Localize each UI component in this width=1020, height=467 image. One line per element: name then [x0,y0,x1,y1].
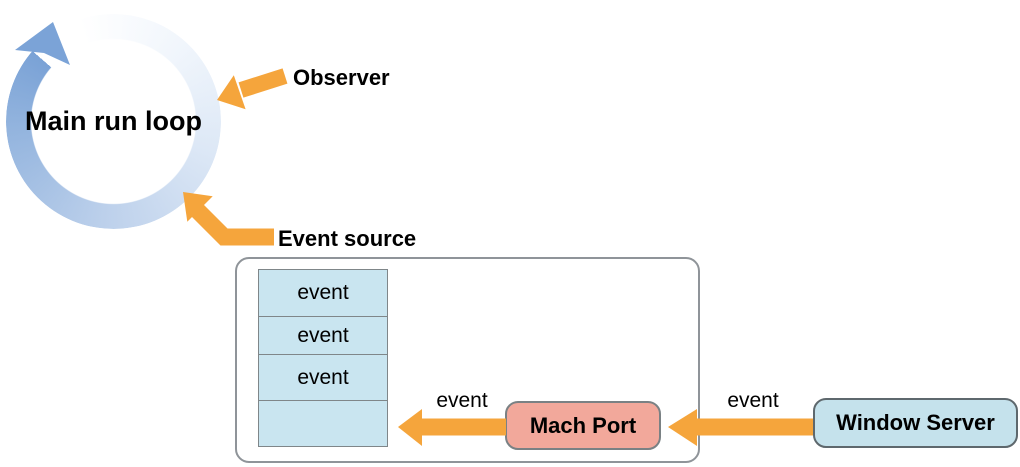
window-server-node: Window Server [813,398,1018,448]
event-source-arrow-icon [183,192,274,246]
event-queue-row: event [258,354,388,401]
run-loop-label: Main run loop [25,106,202,136]
event-queue-row: event [258,316,388,355]
event-queue-row-empty [258,400,388,447]
event-queue: event event event [258,269,388,447]
observer-label: Observer [293,65,390,90]
windowserver-to-machport-arrow-label: event [727,389,779,412]
observer-arrow-icon [217,68,288,110]
mach-port-node: Mach Port [505,401,661,450]
machport-to-queue-arrow-label: event [436,389,488,412]
event-queue-row: event [258,269,388,317]
event-source-label: Event source [278,226,417,251]
